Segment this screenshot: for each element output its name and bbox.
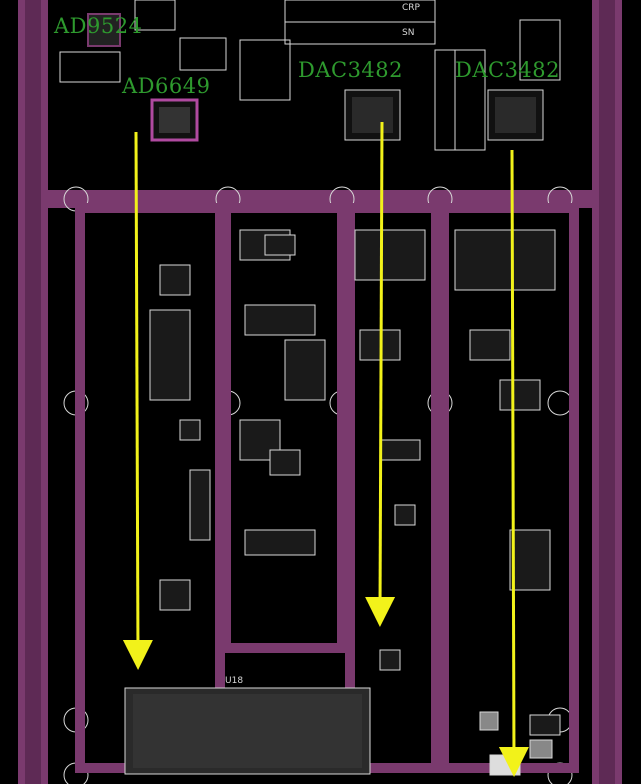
chip-dac3482-right (487, 89, 544, 141)
arrow-dac3482-left-path (365, 121, 396, 627)
passive-components (149, 229, 561, 736)
silk-crp: CRP (402, 3, 420, 13)
arrow-ad6649-path (122, 131, 153, 670)
arrow-dac3482-right-path (498, 149, 529, 777)
chip-dac3482-left (344, 89, 401, 141)
silk-u18: U18 (225, 676, 244, 686)
connector-u18 (124, 687, 371, 775)
chip-ad6649 (150, 98, 199, 142)
silk-sn: SN (402, 28, 415, 38)
signal-arrows (122, 121, 529, 777)
chip-ad9524 (87, 13, 121, 47)
top-component-area (59, 0, 561, 151)
